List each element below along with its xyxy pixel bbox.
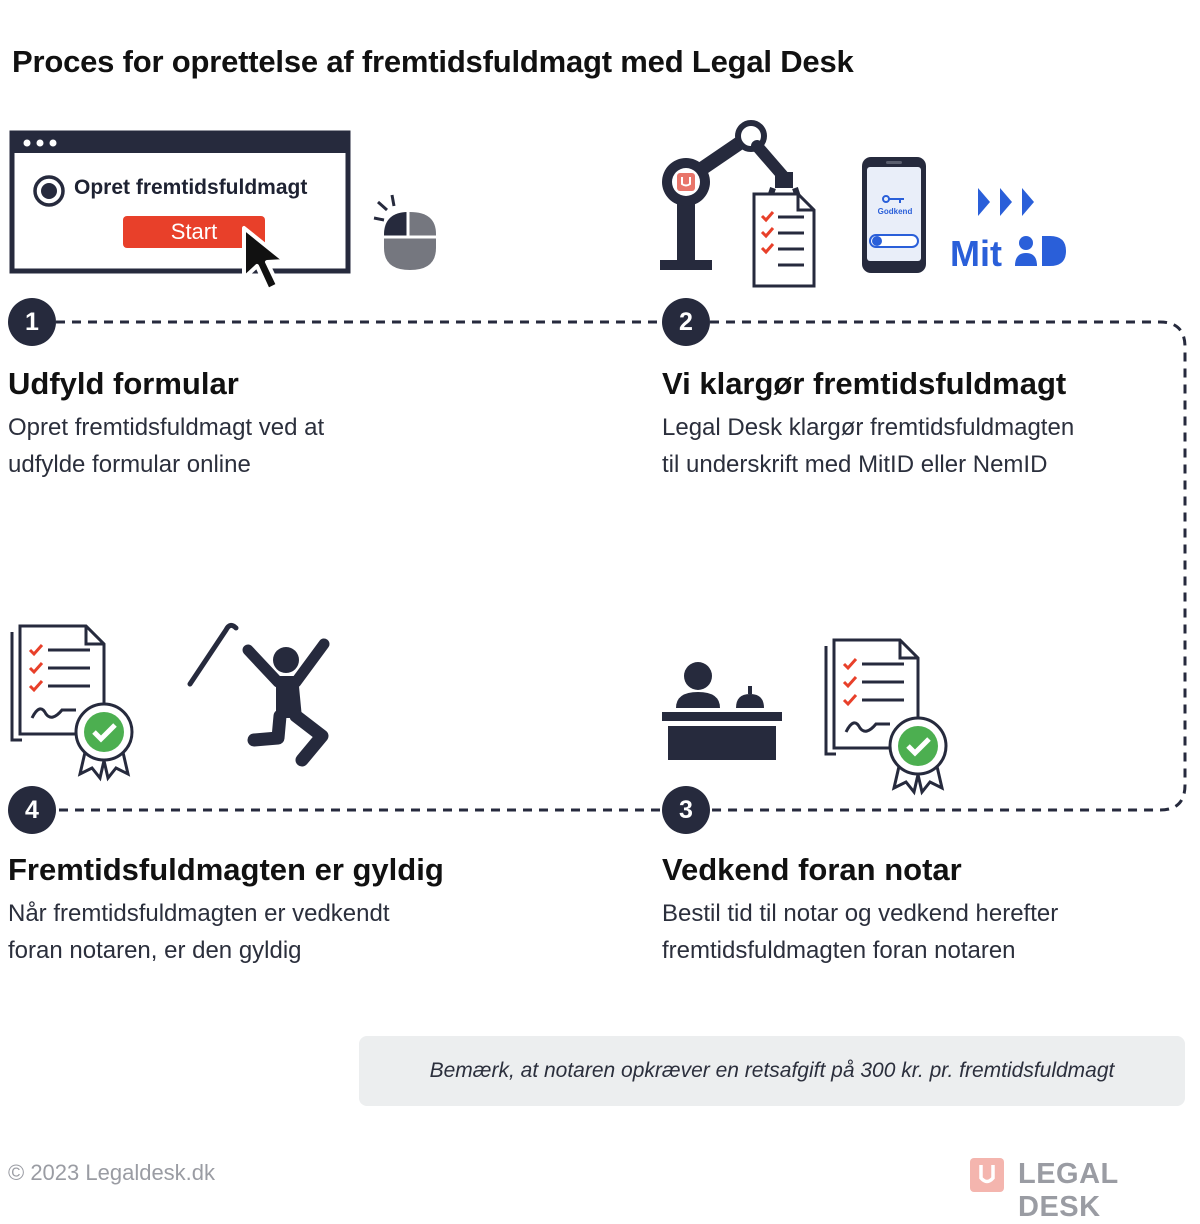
legal-desk-logo-icon [970, 1158, 1004, 1192]
robot-arm-icon [660, 120, 805, 270]
mitid-arrows-icon [978, 188, 1034, 216]
page-title: Proces for oprettelse af fremtidsfuldmag… [12, 44, 854, 79]
step-1-title: Udfyld formular [8, 366, 239, 401]
brand-name: LEGAL DESK [1018, 1158, 1119, 1223]
step-3-title: Vedkend foran notar [662, 852, 962, 887]
mouse-click-icon [373, 194, 436, 270]
step-3-desc-line2: fremtidsfuldmagten foran notaren [662, 937, 1016, 964]
notary-desk-icon [662, 662, 782, 760]
step-4-desc-line2: foran notaren, er den gyldig [8, 937, 302, 964]
step-2-desc-line1: Legal Desk klargør fremtidsfuldmagten [662, 414, 1075, 441]
jumping-person-icon [242, 638, 330, 767]
step-3-desc-line1: Bestil tid til notar og vedkend herefter [662, 900, 1059, 927]
copyright: © 2023 Legaldesk.dk [8, 1160, 216, 1185]
cursor-icon [242, 226, 287, 292]
phone-approve-label: Godkend [877, 207, 913, 216]
form-option-label: Opret fremtidsfuldmagt [74, 176, 308, 199]
step-1-desc-line1: Opret fremtidsfuldmagt ved at [8, 414, 325, 441]
step-4-desc-line1: Når fremtidsfuldmagten er vedkendt [8, 900, 390, 927]
fee-note: Bemærk, at notaren opkræver en retsafgif… [359, 1036, 1185, 1106]
mitid-logo-icon [1015, 236, 1066, 266]
step-4-badge: 4 [8, 786, 56, 834]
certified-document-icon [10, 624, 134, 782]
phone-icon [862, 157, 926, 273]
step-1-badge: 1 [8, 298, 56, 346]
certified-document-icon [824, 638, 948, 796]
step-3-badge: 3 [662, 786, 710, 834]
browser-window-icon [9, 130, 351, 274]
radio-selected-icon [33, 175, 65, 207]
step-4-title: Fremtidsfuldmagten er gyldig [8, 852, 444, 887]
cane-icon [187, 622, 239, 687]
step-2-badge: 2 [662, 298, 710, 346]
step-1-desc-line2: udfylde formular online [8, 451, 251, 478]
step-2-desc-line2: til underskrift med MitID eller NemID [662, 451, 1048, 478]
checklist-document-icon [752, 192, 816, 288]
mitid-logo-text: Mit [950, 233, 1002, 274]
start-button: Start [123, 216, 265, 248]
step-2-title: Vi klargør fremtidsfuldmagt [662, 366, 1067, 401]
